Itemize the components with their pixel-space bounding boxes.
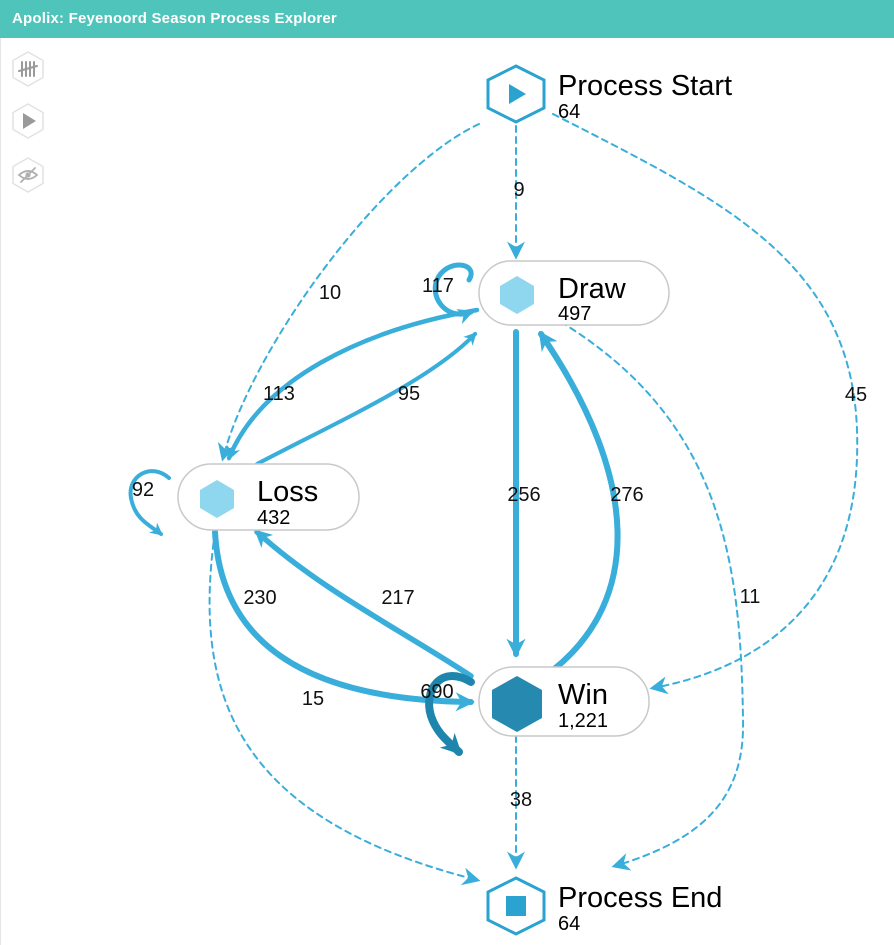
stop-icon bbox=[506, 896, 526, 916]
eye-slash-icon bbox=[12, 157, 44, 193]
node-count-loss: 432 bbox=[257, 507, 290, 529]
node-process-start[interactable]: Process Start 64 bbox=[486, 64, 732, 124]
node-label-loss: Loss bbox=[257, 476, 318, 508]
edge-start-loss[interactable]: 10 bbox=[217, 123, 480, 462]
edge-label-loss-end: 15 bbox=[302, 688, 324, 710]
hexagon-icon bbox=[500, 276, 534, 314]
node-process-end[interactable]: Process End 64 bbox=[486, 876, 722, 936]
edge-loss-draw[interactable]: 95 bbox=[255, 332, 477, 466]
node-label-process-end: Process End bbox=[558, 882, 722, 914]
edge-win-loss[interactable]: 217 bbox=[254, 529, 474, 679]
edge-start-win[interactable]: 45 bbox=[552, 113, 867, 695]
app-title: Apolix: Feyenoord Season Process Explore… bbox=[12, 10, 337, 27]
node-count-win: 1,221 bbox=[558, 710, 608, 732]
edge-label-draw-draw: 117 bbox=[422, 275, 454, 297]
node-label-process-start: Process Start bbox=[558, 70, 732, 102]
edge-loss-loss[interactable]: 92 bbox=[128, 469, 171, 536]
edge-label-win-win: 690 bbox=[420, 681, 453, 703]
edge-label-loss-draw: 95 bbox=[398, 383, 420, 405]
play-icon bbox=[509, 84, 526, 104]
node-win[interactable]: Win 1,221 bbox=[478, 666, 650, 737]
process-map[interactable]: 9 10 45 117 113 bbox=[1, 38, 894, 945]
edge-loss-end[interactable]: 15 bbox=[208, 531, 481, 886]
visibility-toggle-button[interactable] bbox=[9, 156, 47, 194]
edge-label-win-end: 38 bbox=[510, 789, 532, 811]
node-count-process-start: 64 bbox=[558, 101, 580, 123]
edge-draw-end[interactable]: 11 bbox=[560, 321, 761, 871]
play-button[interactable] bbox=[9, 102, 47, 140]
edge-label-start-loss: 10 bbox=[319, 282, 341, 304]
edge-label-start-draw: 9 bbox=[513, 179, 524, 201]
edge-win-win[interactable]: 690 bbox=[420, 672, 475, 756]
edge-win-draw[interactable]: 276 bbox=[538, 330, 644, 673]
app-title-bar: Apolix: Feyenoord Season Process Explore… bbox=[0, 0, 894, 38]
node-draw[interactable]: Draw 497 bbox=[478, 260, 670, 326]
edge-label-draw-loss: 113 bbox=[263, 383, 295, 405]
node-loss[interactable]: Loss 432 bbox=[177, 463, 360, 531]
node-label-win: Win bbox=[558, 679, 608, 711]
edge-label-start-win: 45 bbox=[845, 384, 867, 406]
node-label-draw: Draw bbox=[558, 273, 627, 305]
edge-win-end[interactable]: 38 bbox=[507, 735, 532, 870]
hexagon-icon bbox=[200, 480, 234, 518]
edge-loss-win[interactable]: 230 bbox=[212, 529, 475, 712]
graph-canvas[interactable]: 9 10 45 117 113 bbox=[0, 38, 894, 945]
hexagon-icon bbox=[492, 676, 542, 732]
edge-start-draw[interactable]: 9 bbox=[507, 125, 525, 260]
frequency-tally-button[interactable] bbox=[9, 50, 47, 88]
edge-label-win-draw: 276 bbox=[610, 484, 643, 506]
edge-label-loss-loss: 92 bbox=[132, 479, 154, 501]
edge-label-win-loss: 217 bbox=[381, 587, 414, 609]
play-icon bbox=[12, 103, 44, 139]
edge-label-loss-win: 230 bbox=[243, 587, 276, 609]
edge-draw-win[interactable]: 256 bbox=[506, 329, 541, 658]
edge-label-draw-win: 256 bbox=[507, 484, 540, 506]
edge-label-draw-end: 11 bbox=[740, 586, 761, 608]
tally-icon bbox=[12, 51, 44, 87]
edge-draw-draw[interactable]: 117 bbox=[422, 262, 474, 325]
node-count-draw: 497 bbox=[558, 303, 591, 325]
edge-draw-loss[interactable]: 113 bbox=[226, 307, 480, 461]
node-count-process-end: 64 bbox=[558, 913, 580, 935]
